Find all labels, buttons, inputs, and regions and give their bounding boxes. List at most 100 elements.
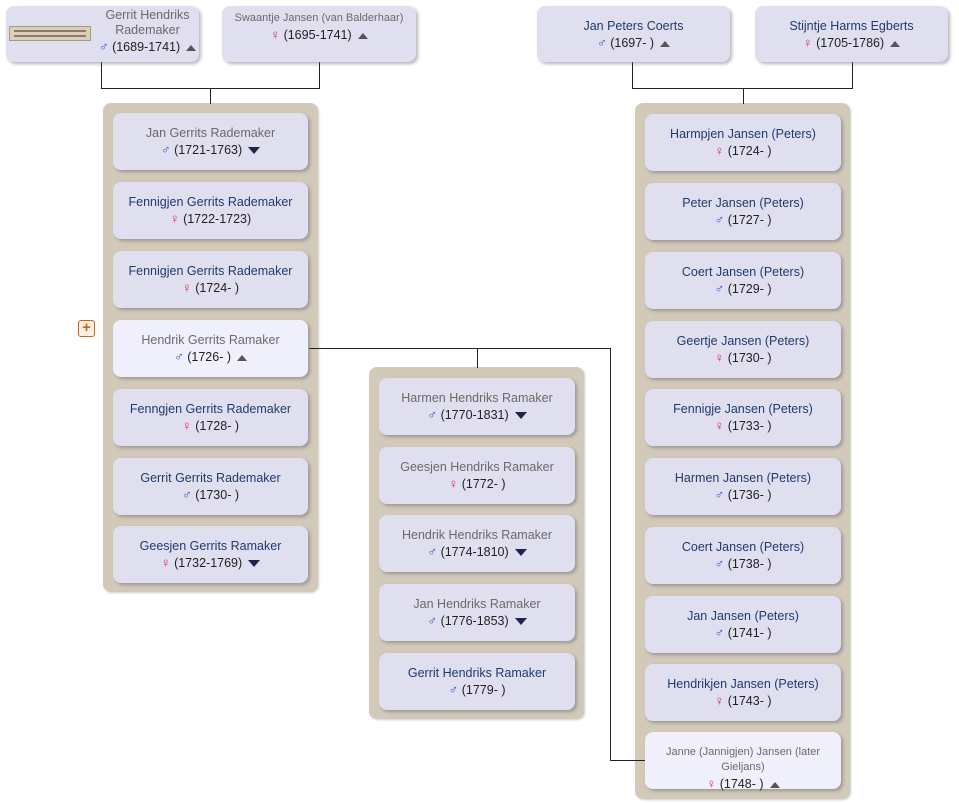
male-icon: ♂ bbox=[98, 39, 109, 54]
female-icon: ♀ bbox=[181, 418, 192, 433]
person-name[interactable]: Harmpjen Jansen (Peters) bbox=[670, 127, 816, 141]
person-card[interactable]: Geertje Jansen (Peters)♀ (1730- ) bbox=[645, 321, 841, 378]
person-card[interactable]: Hendrikjen Jansen (Peters)♀ (1743- ) bbox=[645, 664, 841, 721]
female-icon: ♀ bbox=[706, 776, 717, 791]
person-card[interactable]: Fennigjen Gerrits Rademaker♀ (1722-1723) bbox=[113, 182, 308, 239]
person-card[interactable]: Geesjen Gerrits Ramaker♀ (1732-1769) bbox=[113, 526, 308, 583]
person-card[interactable]: Jan Hendriks Ramaker ♂ (1776-1853) bbox=[379, 584, 575, 641]
life-years: (1724- ) bbox=[195, 281, 239, 295]
life-years: (1705-1786) bbox=[816, 36, 885, 50]
person-name[interactable]: Jan Hendriks Ramaker bbox=[413, 597, 541, 611]
person-card[interactable]: Harmen Hendriks Ramaker ♂ (1770-1831) bbox=[379, 378, 575, 435]
person-name[interactable]: Geesjen Hendriks Ramaker bbox=[400, 460, 554, 474]
male-icon: ♂ bbox=[181, 487, 192, 502]
female-icon: ♀ bbox=[448, 476, 459, 491]
male-icon: ♂ bbox=[714, 556, 725, 571]
person-name[interactable]: Hendrikjen Jansen (Peters) bbox=[667, 677, 819, 691]
female-icon: ♀ bbox=[270, 27, 281, 42]
female-icon: ♀ bbox=[714, 418, 725, 433]
expand-children-icon[interactable] bbox=[514, 618, 527, 626]
person-name[interactable]: Fennigje Jansen (Peters) bbox=[673, 402, 813, 416]
person-name[interactable]: Peter Jansen (Peters) bbox=[682, 196, 804, 210]
show-parents-icon[interactable] bbox=[890, 40, 901, 47]
person-life: ♂ (1721-1763) bbox=[113, 142, 308, 158]
person-name[interactable]: Harmen Jansen (Peters) bbox=[674, 471, 812, 485]
expand-children-icon[interactable] bbox=[514, 412, 527, 420]
person-name[interactable]: Coert Jansen (Peters) bbox=[681, 265, 805, 279]
person-card[interactable]: Swaantje Jansen (van Balderhaar) ♀ (1695-… bbox=[222, 6, 416, 62]
person-name[interactable]: Gerrit Hendriks Ramaker bbox=[407, 666, 547, 680]
person-card[interactable]: Hendrik Gerrits Ramaker♂ (1726- ) bbox=[113, 320, 308, 377]
person-life: ♀ (1748- ) bbox=[645, 776, 841, 792]
person-life: ♀ (1724- ) bbox=[113, 280, 308, 296]
person-name[interactable]: Geesjen Gerrits Ramaker bbox=[139, 539, 282, 553]
person-card[interactable]: Jan Jansen (Peters)♂ (1741- ) bbox=[645, 596, 841, 653]
person-name[interactable]: Fenngjen Gerrits Rademaker bbox=[129, 402, 292, 416]
document-thumbnail[interactable] bbox=[9, 26, 91, 41]
person-name[interactable]: Fennigjen Gerrits Rademaker bbox=[128, 264, 293, 278]
person-name[interactable]: Jan Peters Coerts bbox=[583, 19, 684, 33]
person-card[interactable]: Gerrit Gerrits Rademaker ♂ (1730- ) bbox=[113, 458, 308, 515]
person-card[interactable]: Harmen Jansen (Peters)♂ (1736- ) bbox=[645, 458, 841, 515]
male-icon: ♂ bbox=[714, 625, 725, 640]
person-card[interactable]: Coert Jansen (Peters)♂ (1729- ) bbox=[645, 252, 841, 309]
person-card[interactable]: Fennigjen Gerrits Rademaker ♀ (1724- ) bbox=[113, 251, 308, 308]
life-years: (1722-1723) bbox=[183, 212, 252, 226]
person-life: ♂ (1779- ) bbox=[379, 682, 575, 698]
person-card[interactable]: Fenngjen Gerrits Rademaker♀ (1728- ) bbox=[113, 389, 308, 446]
life-years: (1776-1853) bbox=[440, 614, 509, 628]
person-name[interactable]: Jan Gerrits Rademaker bbox=[145, 126, 276, 140]
person-name[interactable]: Stijntje Harms Egberts bbox=[789, 19, 914, 33]
person-name[interactable]: Fennigjen Gerrits Rademaker bbox=[128, 195, 293, 209]
person-name[interactable]: Gerrit Hendriks Rademaker bbox=[105, 8, 190, 37]
show-parents-icon[interactable] bbox=[237, 354, 247, 361]
person-card[interactable]: Fennigje Jansen (Peters) ♀ (1733- ) bbox=[645, 389, 841, 446]
show-parents-icon[interactable] bbox=[660, 40, 670, 47]
person-name[interactable]: Geertje Jansen (Peters) bbox=[676, 334, 810, 348]
person-life: ♂ (1730- ) bbox=[113, 487, 308, 503]
person-card[interactable]: Peter Jansen (Peters)♂ (1727- ) bbox=[645, 183, 841, 240]
life-years: (1733- ) bbox=[727, 419, 772, 433]
life-years: (1721-1763) bbox=[174, 143, 243, 157]
male-icon: ♂ bbox=[714, 212, 725, 227]
male-icon: ♂ bbox=[173, 349, 184, 364]
life-years: (1695-1741) bbox=[283, 28, 352, 42]
person-card[interactable]: Gerrit Hendriks Ramaker ♂ (1779- ) bbox=[379, 653, 575, 710]
male-icon: ♂ bbox=[448, 682, 459, 697]
person-card[interactable]: Geesjen Hendriks Ramaker ♀ (1772- ) bbox=[379, 447, 575, 504]
expand-children-icon[interactable] bbox=[248, 560, 261, 568]
person-life: ♂ (1776-1853) bbox=[379, 613, 575, 629]
life-years: (1729- ) bbox=[727, 282, 772, 296]
person-card[interactable]: Jan Gerrits Rademaker ♂ (1721-1763) bbox=[113, 113, 308, 170]
person-card[interactable]: Stijntje Harms Egberts♀ (1705-1786) bbox=[755, 6, 948, 62]
life-years: (1724- ) bbox=[727, 144, 772, 158]
person-name[interactable]: Swaantje Jansen (van Balderhaar) bbox=[234, 12, 404, 24]
life-years: (1779- ) bbox=[461, 683, 506, 697]
person-card[interactable]: Janne (Jannigjen) Jansen (later Gieljans… bbox=[645, 732, 841, 792]
person-name[interactable]: Hendrik Hendriks Ramaker bbox=[401, 528, 553, 542]
show-parents-icon[interactable] bbox=[186, 44, 197, 51]
person-name[interactable]: Jan Jansen (Peters) bbox=[687, 609, 799, 623]
person-card[interactable]: Jan Peters Coerts♂ (1697- ) bbox=[537, 6, 730, 62]
person-name[interactable]: Coert Jansen (Peters) bbox=[681, 540, 805, 554]
person-life: ♀ (1724- ) bbox=[645, 143, 841, 159]
expand-children-icon[interactable] bbox=[514, 549, 527, 557]
life-years: (1774-1810) bbox=[440, 545, 509, 559]
person-name[interactable]: Gerrit Gerrits Rademaker bbox=[140, 471, 281, 485]
male-icon: ♂ bbox=[427, 407, 438, 422]
person-name[interactable]: Hendrik Gerrits Ramaker bbox=[141, 333, 280, 347]
person-name[interactable]: Harmen Hendriks Ramaker bbox=[401, 391, 553, 405]
show-parents-icon[interactable] bbox=[357, 32, 368, 39]
person-name[interactable]: Janne (Jannigjen) Jansen (later Gieljans… bbox=[665, 746, 821, 773]
female-icon: ♀ bbox=[160, 555, 171, 570]
person-card[interactable]: Coert Jansen (Peters)♂ (1738- ) bbox=[645, 527, 841, 584]
person-card[interactable]: Hendrik Hendriks Ramaker♂ (1774-1810) bbox=[379, 515, 575, 572]
expand-children-icon[interactable] bbox=[248, 147, 261, 155]
life-years: (1730- ) bbox=[195, 488, 239, 502]
show-parents-icon[interactable] bbox=[769, 781, 780, 788]
life-years: (1772- ) bbox=[461, 477, 506, 491]
person-life: ♂ (1770-1831) bbox=[379, 407, 575, 423]
expand-family-button[interactable]: + bbox=[78, 320, 95, 337]
person-card[interactable]: Harmpjen Jansen (Peters) ♀ (1724- ) bbox=[645, 114, 841, 171]
female-icon: ♀ bbox=[714, 143, 725, 158]
